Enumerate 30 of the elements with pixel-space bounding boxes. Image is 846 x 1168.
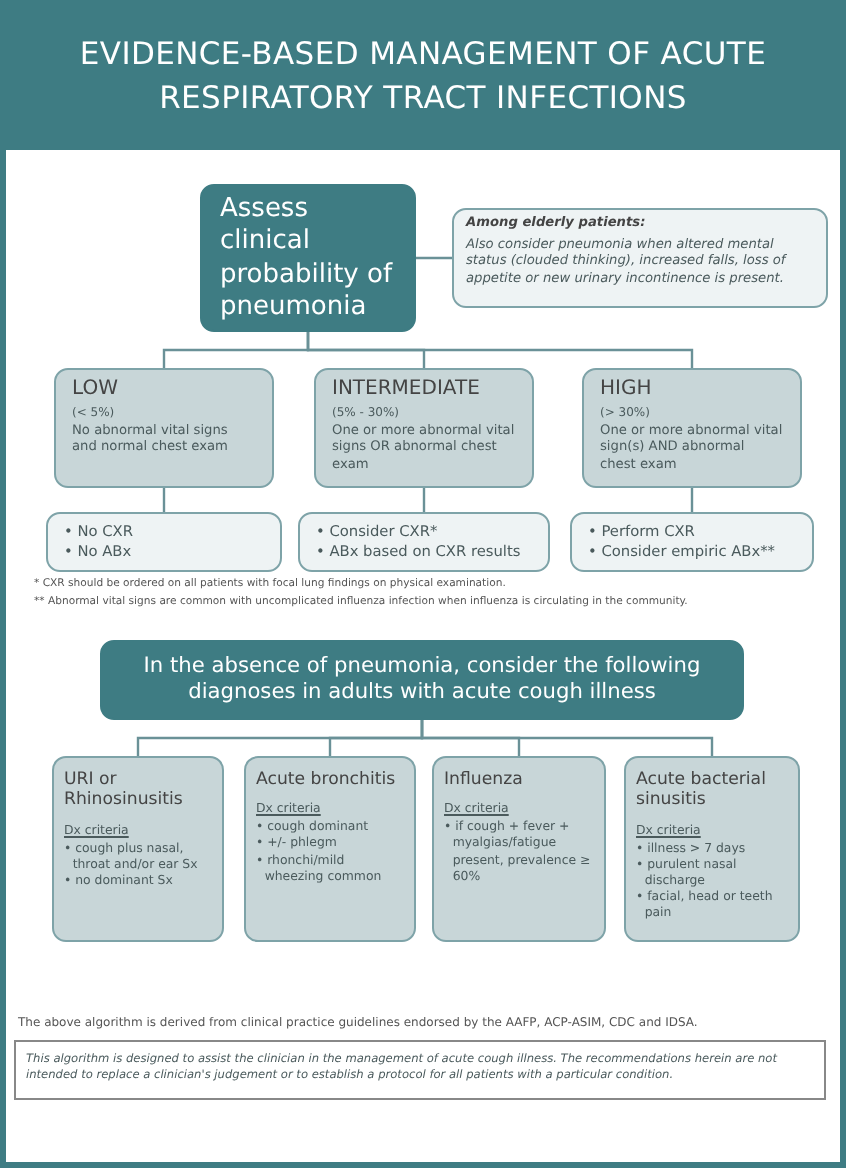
level-heading: HIGH (600, 378, 654, 402)
diagnosis-box (52, 756, 224, 942)
diagnosis-heading: Acute bacterial sinusitis (636, 770, 768, 812)
note-box (452, 208, 828, 308)
box-title: Assess clinical probability of pneumonia (220, 194, 395, 324)
action-box (46, 512, 282, 572)
diagnosis-heading: Acute bronchitis (256, 770, 398, 791)
diagnosis-heading: Influenza (444, 770, 525, 791)
title: EVIDENCE-BASED MANAGEMENT OF ACUTE RESPIRATORY TRACT INFECTIONS (77, 34, 769, 120)
diagnosis-box (432, 756, 606, 942)
probability-box (314, 368, 534, 488)
diagnosis-box (624, 756, 800, 942)
connector-line (420, 720, 714, 756)
connector-line (416, 256, 452, 260)
banner-text: In the absence of pneumonia, consider the following diagnoses in adults with acute cough illness (141, 653, 703, 707)
process-box (200, 184, 416, 332)
level-heading: INTERMEDIATE (332, 378, 482, 402)
level-heading: LOW (72, 378, 120, 402)
diagnosis-box (244, 756, 416, 942)
connector-line (306, 332, 694, 368)
connector-line (690, 488, 694, 512)
disclaimer-box (14, 1040, 826, 1100)
probability-box (582, 368, 802, 488)
banner-box (100, 640, 744, 720)
connector-line (162, 488, 166, 512)
probability-box (54, 368, 274, 488)
action-box (570, 512, 814, 572)
action-box (298, 512, 550, 572)
connector-line (422, 488, 426, 512)
diagnosis-heading: URI or Rhinosinusitis (64, 770, 185, 812)
